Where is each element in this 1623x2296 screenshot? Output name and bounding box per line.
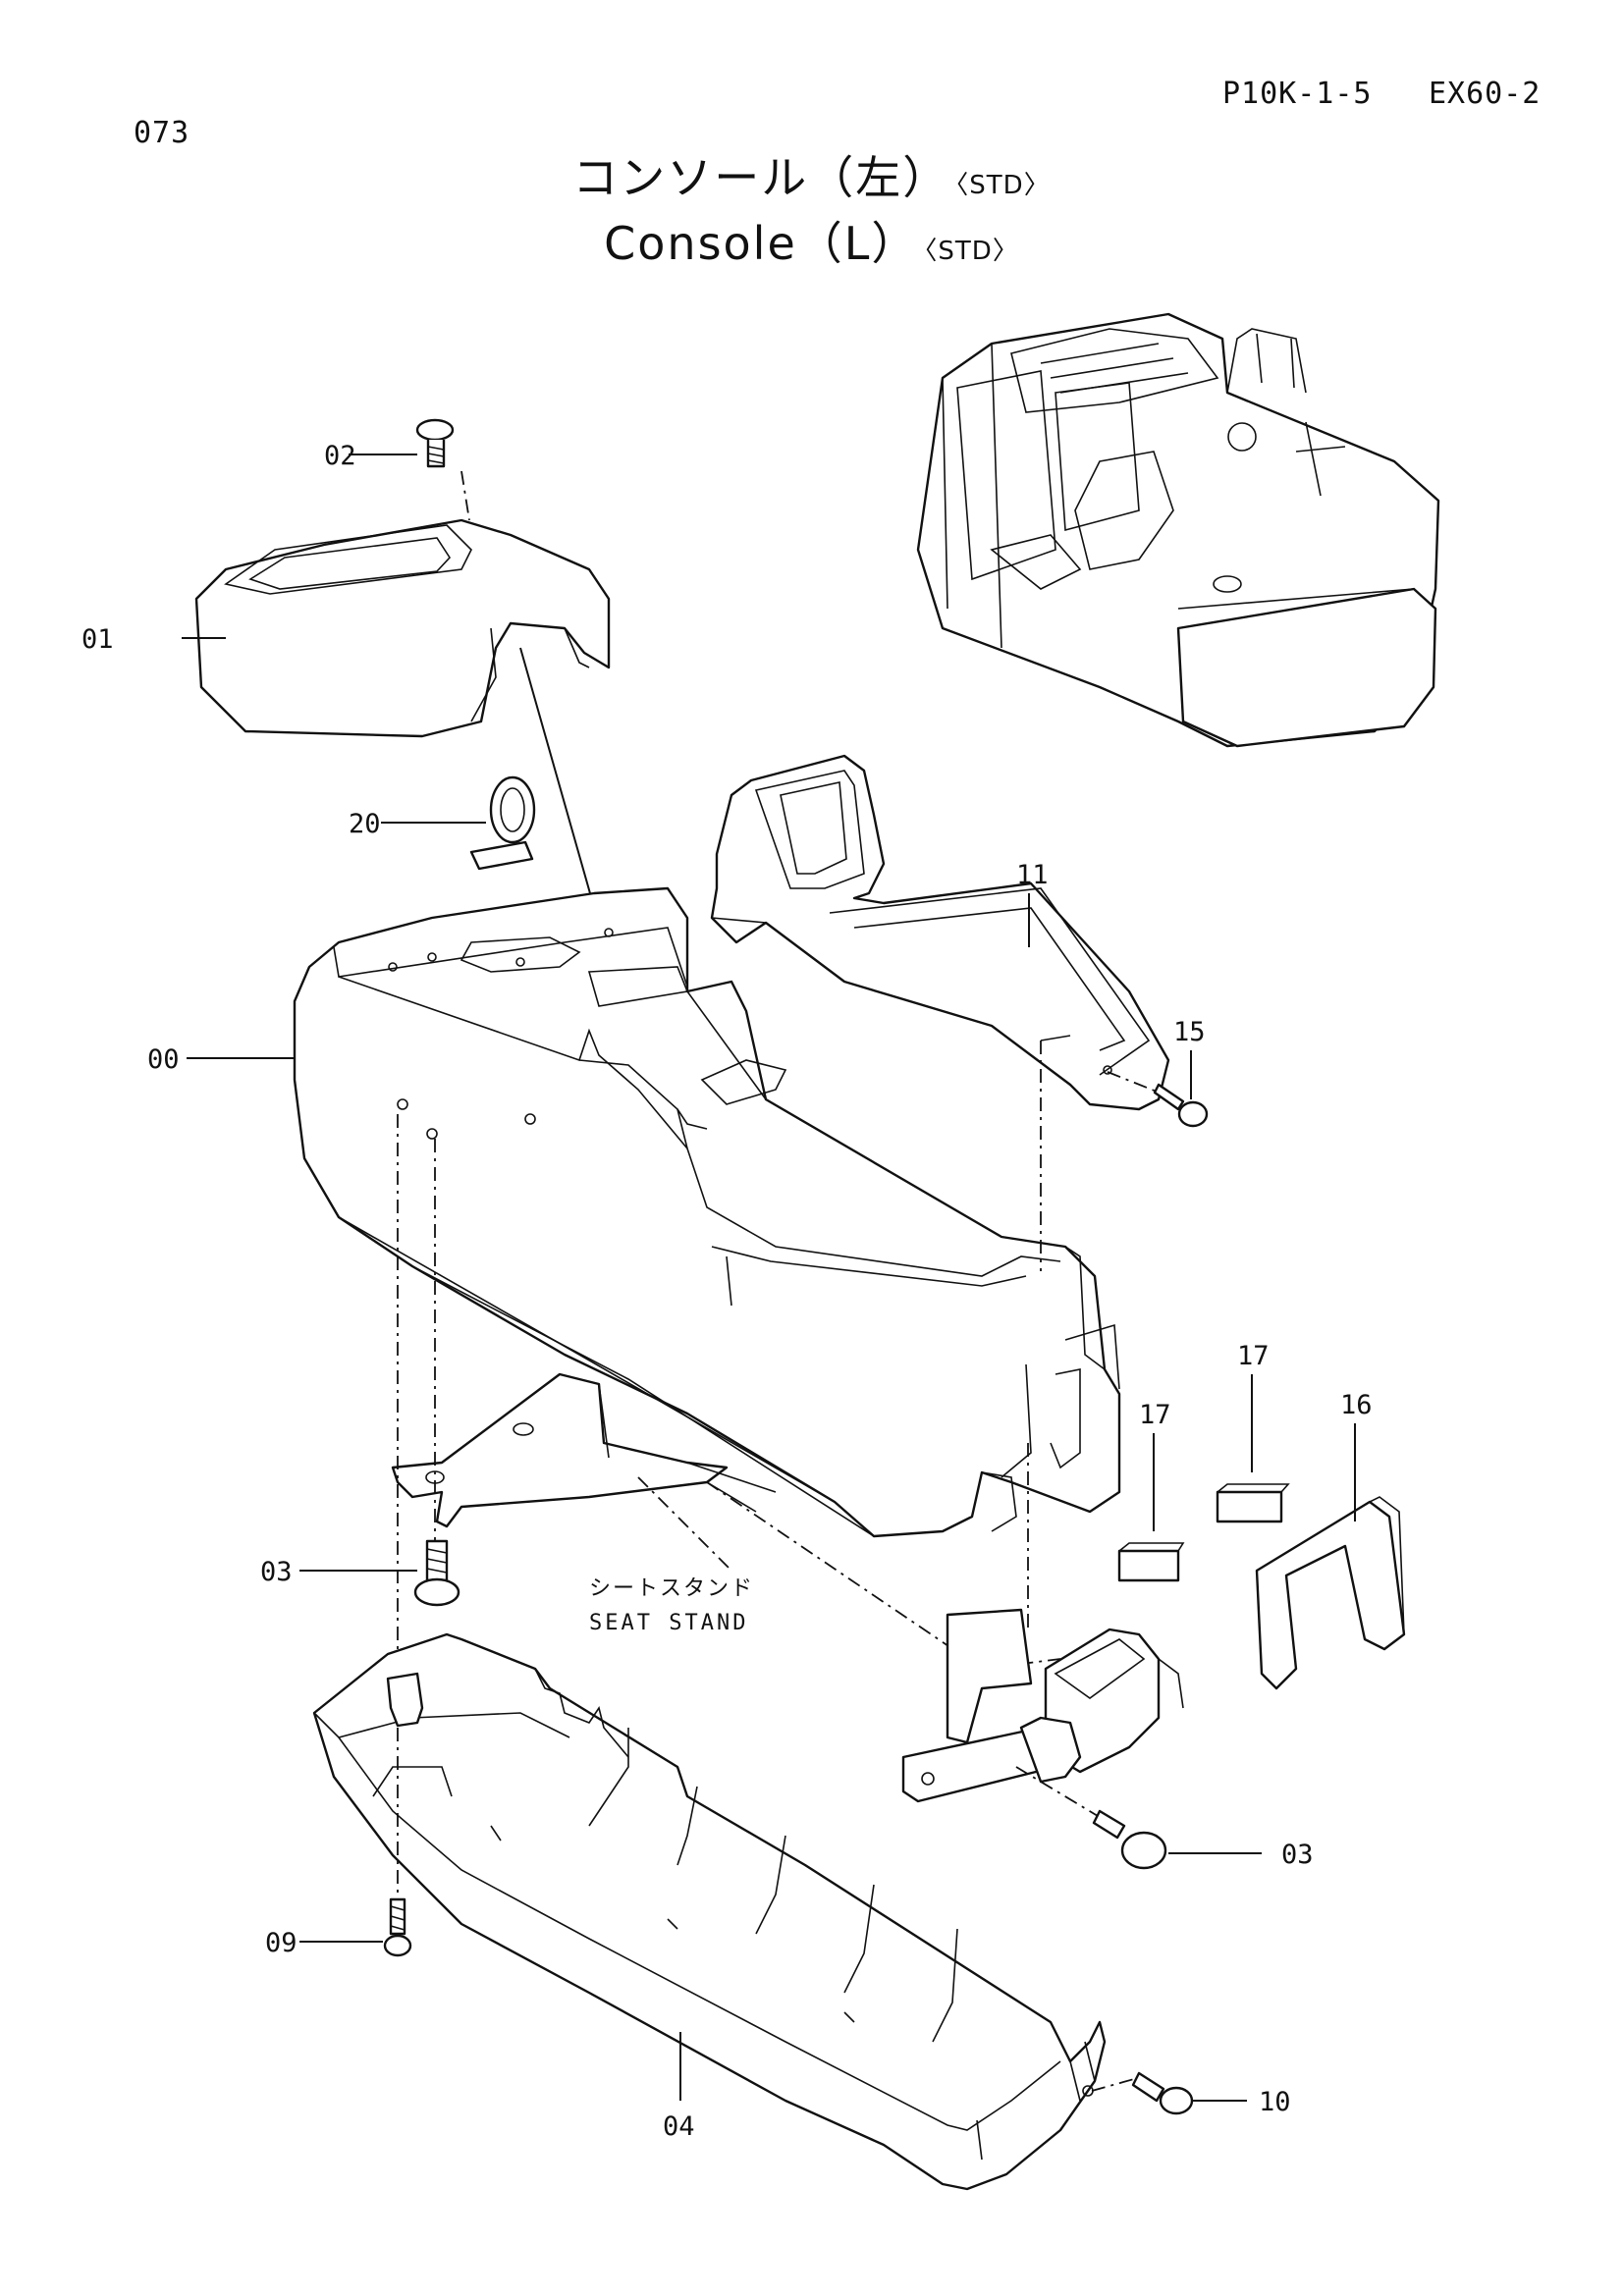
title-japanese: コンソール（左）〈STD〉 xyxy=(0,142,1623,207)
part-11-armrest xyxy=(710,754,1170,1111)
label-04: 04 xyxy=(663,2111,695,2142)
part-09-screw xyxy=(383,1897,412,1957)
label-15: 15 xyxy=(1173,1017,1206,1047)
label-10: 10 xyxy=(1259,2087,1291,2117)
title-english: Console（L）〈STD〉 xyxy=(0,208,1623,273)
label-01: 01 xyxy=(81,624,114,655)
part-17-pad-right xyxy=(1216,1483,1290,1523)
title-en-std: 〈STD〉 xyxy=(924,237,1019,266)
label-00: 00 xyxy=(147,1044,180,1075)
part-10-screw xyxy=(1131,2071,1194,2115)
part-03-bolt-left xyxy=(413,1539,460,1607)
model-code: EX60-2 xyxy=(1429,77,1542,111)
part-02-screw xyxy=(415,418,455,468)
part-01-top-cover xyxy=(194,518,611,738)
label-11: 11 xyxy=(1016,860,1049,890)
title-jp-std: 〈STD〉 xyxy=(955,171,1051,200)
label-03b: 03 xyxy=(1281,1840,1314,1870)
label-09: 09 xyxy=(265,1928,298,1958)
seat-stand-frame xyxy=(391,1372,777,1528)
part-00-console-body xyxy=(293,886,1121,1538)
part-04-lower-cover xyxy=(312,1632,1107,2191)
label-17b: 17 xyxy=(1237,1341,1270,1371)
excavator-overview-illustration xyxy=(916,312,1440,748)
seat-stand-label-en: SEAT STAND xyxy=(589,1611,748,1635)
seat-stand-label-jp: シートスタンド xyxy=(589,1576,754,1601)
title-en-text: Console（L） xyxy=(604,217,919,270)
seat-stand-bracket xyxy=(901,1608,1184,1803)
part-15-screw xyxy=(1153,1083,1209,1128)
page-number: 073 xyxy=(134,116,190,150)
label-20: 20 xyxy=(349,809,381,839)
part-16-u-pad xyxy=(1255,1496,1406,1690)
part-17-pad-left xyxy=(1117,1542,1185,1582)
title-jp-text: コンソール（左） xyxy=(572,151,950,204)
label-03a: 03 xyxy=(260,1557,293,1587)
label-16: 16 xyxy=(1340,1390,1373,1420)
document-code: P10K-1-5 xyxy=(1222,77,1373,111)
label-17a: 17 xyxy=(1139,1400,1171,1430)
label-02: 02 xyxy=(324,441,356,471)
part-20-band-clamp xyxy=(469,775,536,871)
part-03-bolt-right xyxy=(1092,1809,1167,1870)
